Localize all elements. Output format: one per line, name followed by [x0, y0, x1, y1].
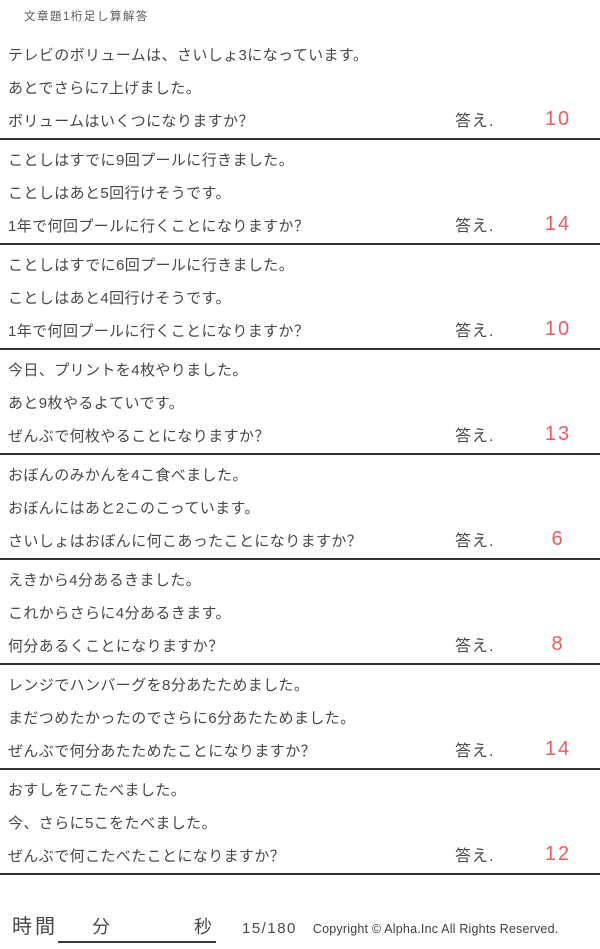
answer-label: 答え. [455, 323, 495, 340]
problem-question-row: ぜんぶで何枚やることになりますか？ 答え. 13 [8, 420, 600, 453]
answer-value: 13 [544, 423, 572, 445]
answer-label: 答え. [455, 638, 495, 655]
answer-value: 10 [544, 318, 572, 340]
problem-block: おすしを7こたべました。 今、さらに5こをたべました。 ぜんぶで何こたべたことに… [0, 770, 600, 875]
answer-label: 答え. [455, 533, 495, 550]
problem-statement-line-2: ことしはあと5回行けそうです。 [8, 185, 231, 202]
problem-block: ことしはすでに9回プールに行きました。 ことしはあと5回行けそうです。 1年で何… [0, 140, 600, 245]
answer-value: 6 [551, 528, 565, 550]
problem-statement-line-2: おぼんにはあと2このこっています。 [8, 500, 260, 517]
problem-statement-line-1: ことしはすでに6回プールに行きました。 [8, 257, 295, 274]
problem-question-row: 何分あるくことになりますか？ 答え. 8 [8, 630, 600, 663]
problem-statement-line-1: おぼんのみかんを4こ食べました。 [8, 467, 248, 484]
problem-statement-line-1: ことしはすでに9回プールに行きました。 [8, 152, 295, 169]
problem-statement-line-1: レンジでハンバーグを8分あたためました。 [8, 677, 310, 694]
problem-statement-line-2: 今、さらに5こをたべました。 [8, 815, 217, 832]
minutes-label: 分 [92, 917, 110, 937]
problem-question-row: ぜんぶで何こたべたことになりますか？ 答え. 12 [8, 840, 600, 873]
time-label: 時間 [12, 916, 58, 938]
problem-question: ぜんぶで何分あたためたことになりますか？ [8, 743, 317, 760]
answer-label: 答え. [455, 743, 495, 760]
problem-question: ぜんぶで何枚やることになりますか？ [8, 428, 270, 445]
problem-statement-line-2: あと9枚やるよていです。 [8, 395, 185, 412]
problem-block: 今日、プリントを4枚やりました。 あと9枚やるよていです。 ぜんぶで何枚やること… [0, 350, 600, 455]
problem-statement-line-1: えきから4分あるきました。 [8, 572, 202, 589]
answer-value: 8 [551, 633, 565, 655]
answer-label: 答え. [455, 113, 495, 130]
problem-statement-line-2: これからさらに4分あるきます。 [8, 605, 231, 622]
answer-value: 14 [544, 738, 572, 760]
problem-question-row: 1年で何回プールに行くことになりますか？ 答え. 10 [8, 315, 600, 348]
problem-question: ボリュームはいくつになりますか？ [8, 113, 254, 130]
problem-block: おぼんのみかんを4こ食べました。 おぼんにはあと2このこっています。 さいしょは… [0, 455, 600, 560]
copyright-notice: Copyright © Alpha.Inc All Rights Reserve… [312, 922, 559, 936]
problem-question-row: さいしょはおぼんに何こあったことになりますか？ 答え. 6 [8, 525, 600, 558]
seconds-label: 秒 [194, 917, 212, 937]
problem-question: さいしょはおぼんに何こあったことになりますか？ [8, 533, 363, 550]
problem-question: 何分あるくことになりますか？ [8, 638, 224, 655]
problem-question-row: ボリュームはいくつになりますか？ 答え. 10 [8, 105, 600, 138]
answer-label: 答え. [455, 848, 495, 865]
answer-value: 12 [544, 843, 572, 865]
problem-statement-line-1: おすしを7こたべました。 [8, 782, 187, 799]
problem-question: 1年で何回プールに行くことになりますか？ [8, 323, 310, 340]
problem-block: レンジでハンバーグを8分あたためました。 まだつめたかったのでさらに6分あたため… [0, 665, 600, 770]
problem-block: えきから4分あるきました。 これからさらに4分あるきます。 何分あるくことになり… [0, 560, 600, 665]
page-title: 文章題1桁足し算解答 [24, 11, 149, 23]
answer-value: 10 [544, 108, 572, 130]
answer-value: 14 [544, 213, 572, 235]
problem-block: テレビのボリュームは、さいしょ3になっています。 あとでさらに7上げました。 ボ… [0, 35, 600, 140]
problem-question: 1年で何回プールに行くことになりますか？ [8, 218, 310, 235]
footer: 時間 分 秒 15/180 Copyright © Alpha.Inc All … [0, 910, 600, 943]
answer-label: 答え. [455, 218, 495, 235]
problem-statement-line-1: 今日、プリントを4枚やりました。 [8, 362, 248, 379]
problem-question-row: 1年で何回プールに行くことになりますか？ 答え. 14 [8, 210, 600, 243]
page-number: 15/180 [242, 920, 297, 937]
problem-block: ことしはすでに6回プールに行きました。 ことしはあと4回行けそうです。 1年で何… [0, 245, 600, 350]
problem-question: ぜんぶで何こたべたことになりますか？ [8, 848, 286, 865]
answer-label: 答え. [455, 428, 495, 445]
problem-statement-line-1: テレビのボリュームは、さいしょ3になっています。 [8, 47, 369, 64]
problem-statement-line-2: ことしはあと4回行けそうです。 [8, 290, 231, 307]
problem-statement-line-2: まだつめたかったのでさらに6分あたためました。 [8, 710, 356, 727]
problem-statement-line-2: あとでさらに7上げました。 [8, 80, 202, 97]
time-blank-line: 分 秒 [58, 913, 216, 943]
problem-question-row: ぜんぶで何分あたためたことになりますか？ 答え. 14 [8, 735, 600, 768]
